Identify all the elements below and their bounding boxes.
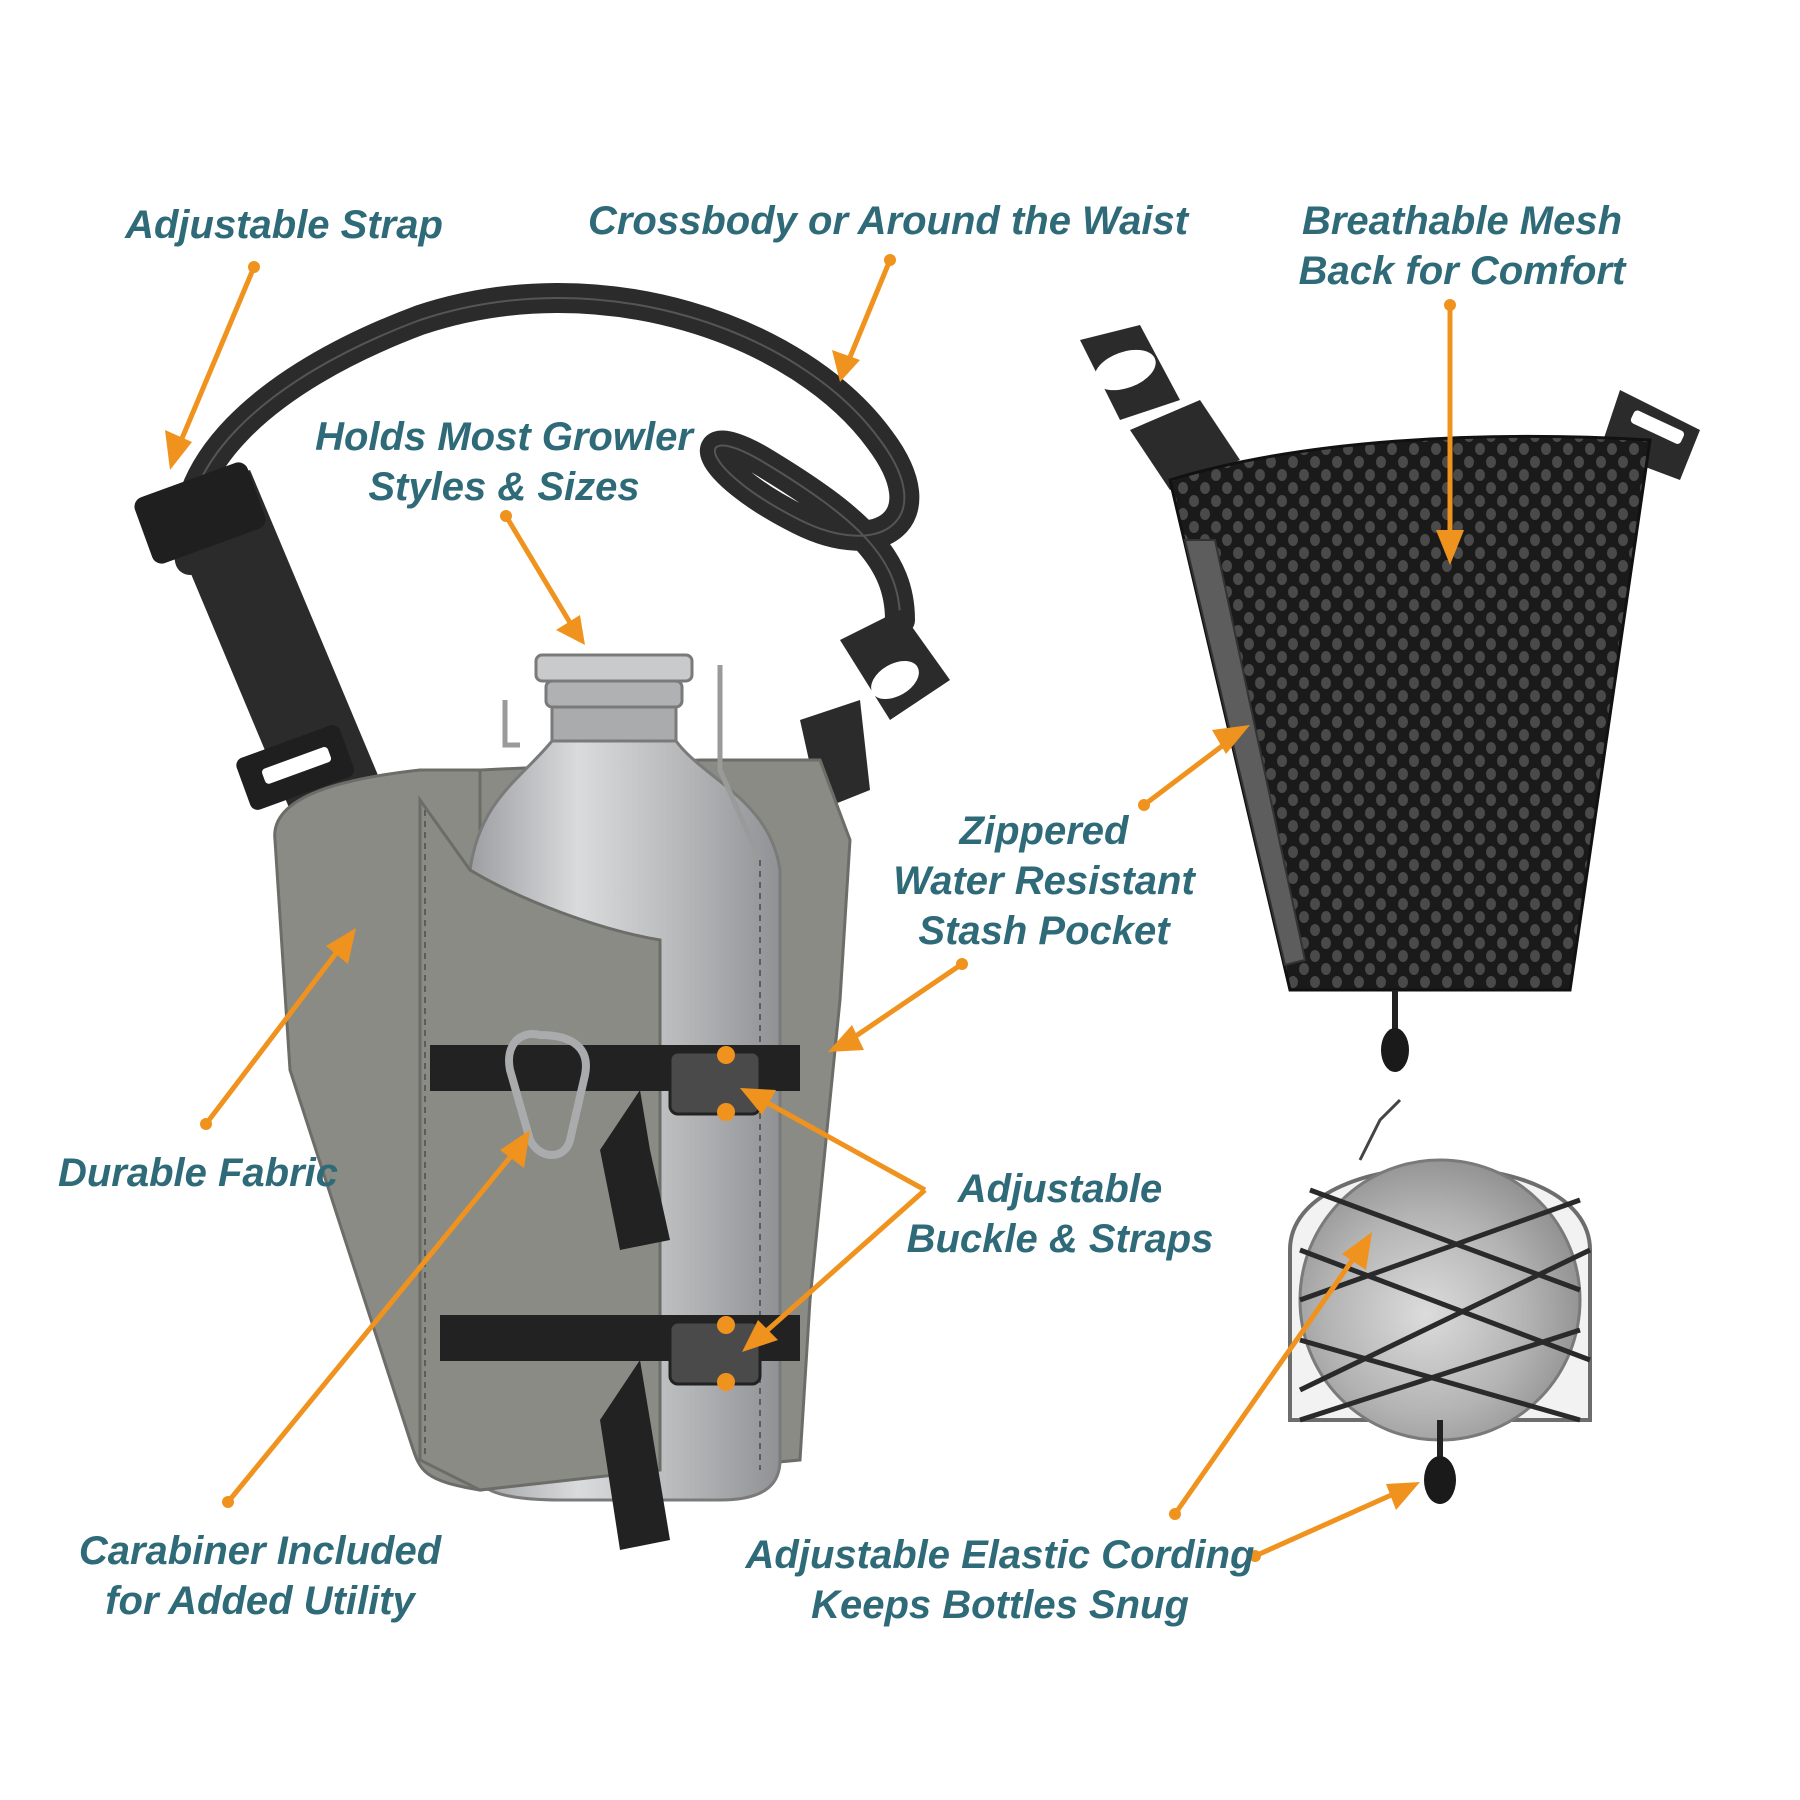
arrow-durable-fabric [200,928,356,1130]
label-holds-growler: Holds Most Growler Styles & Sizes [315,415,693,509]
arrow-crossbody [832,254,896,382]
label-crossbody: Crossbody or Around the Waist [587,199,1189,243]
label-zippered-pocket: Zippered Water Resistant Stash Pocket [893,809,1195,953]
top-view-illustration [1288,1098,1592,1504]
strap-slider [134,462,266,564]
cord-toggle-bottom [1424,1456,1456,1504]
arrow-buckle-upper [740,1088,927,1193]
lower-buckle [668,1316,762,1391]
cord-toggle [1381,1028,1409,1072]
elastic-cording [1298,1187,1592,1423]
callout-arrows [165,254,1464,1562]
label-elastic-cording: Adjustable Elastic Cording Keeps Bottles… [745,1533,1255,1627]
label-carabiner: Carabiner Included for Added Utility [78,1529,442,1623]
arrow-carabiner [222,1130,530,1508]
arrow-stash-pocket [828,958,968,1052]
zipper-pocket [1183,539,1307,967]
arrow-elastic-cording-top [1169,1232,1372,1520]
label-breathable-mesh: Breathable Mesh Back for Comfort [1298,199,1626,293]
main-bag-illustration [134,282,950,1550]
mesh-panel [1168,434,1652,992]
arrow-elastic-cording-bottom [1249,1482,1420,1562]
arrow-buckle-lower [742,1188,927,1352]
padded-strap [160,470,380,810]
carabiner [505,1030,590,1159]
arrow-zippered-pocket [1138,725,1250,811]
upper-buckle [668,1046,762,1121]
mesh-back-illustration [1080,325,1700,1072]
arrow-holds-growler [500,510,585,645]
arrow-adjustable-strap [165,261,260,470]
label-adjustable-strap: Adjustable Strap [125,203,443,247]
label-adjustable-buckle: Adjustable Buckle & Straps [906,1167,1214,1261]
arrow-breathable-mesh [1436,299,1464,565]
label-durable-fabric: Durable Fabric [57,1151,339,1195]
